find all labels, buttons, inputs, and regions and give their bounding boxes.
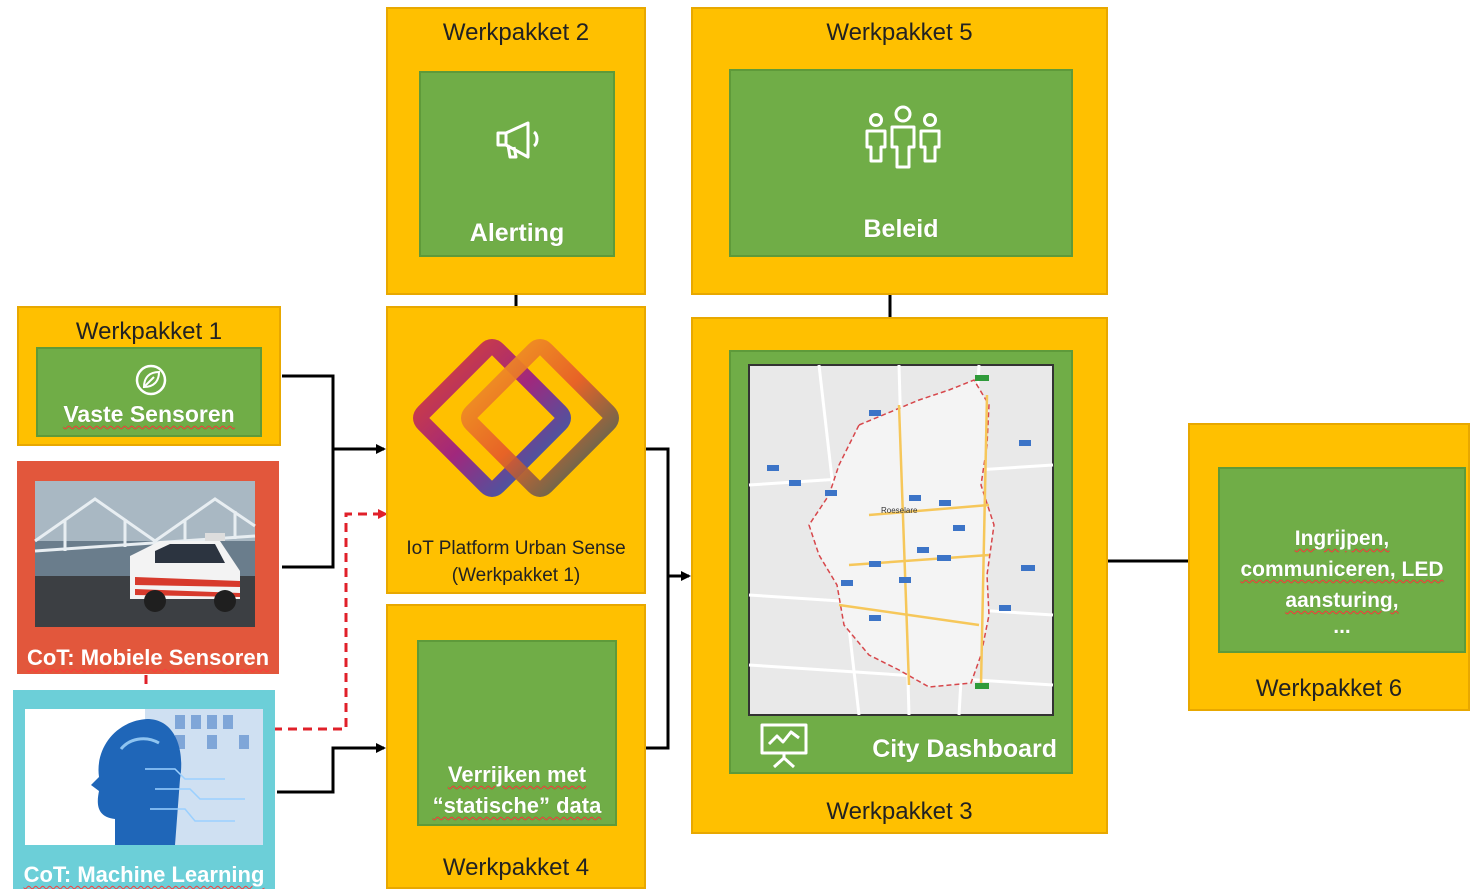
- arrow-wp4-to-wp3: [646, 576, 670, 750]
- people-icon: [865, 105, 941, 169]
- arrow-wp1-to-iot: [282, 374, 386, 454]
- ingrijpen-label-line4: ...: [1333, 615, 1351, 638]
- ingrijpen-label-line2: communiceren, LED: [1240, 558, 1444, 581]
- werkpakket-1-title: Werkpakket 1: [75, 318, 223, 345]
- map-city-label: Roeselare: [881, 506, 918, 515]
- city-dashboard-label: City Dashboard: [872, 735, 1057, 763]
- megaphone-icon: [496, 121, 539, 159]
- alerting-label: Alerting: [469, 219, 565, 247]
- urban-sense-logo: [413, 339, 619, 497]
- werkpakket-4: Verrijken met “statische” data Werkpakke…: [386, 604, 646, 889]
- verrijken-label-line2: “statische” data: [432, 793, 602, 818]
- ingrijpen-label-line3: aansturing,: [1285, 589, 1399, 612]
- verrijken-label-line1: Verrijken met: [447, 762, 587, 787]
- werkpakket-6: Ingrijpen, communiceren, LED aansturing,…: [1188, 423, 1470, 711]
- iot-platform: IoT Platform Urban Sense (Werkpakket 1): [386, 306, 646, 594]
- cot-machine-learning: CoT: Machine Learning: [13, 690, 275, 889]
- werkpakket-2-title: Werkpakket 2: [442, 19, 590, 46]
- vaste-sensoren-label: Vaste Sensoren: [63, 401, 235, 427]
- werkpakket-3-title: Werkpakket 3: [826, 798, 973, 825]
- iot-platform-title: IoT Platform Urban Sense: [406, 538, 626, 559]
- leaf-icon: [135, 364, 167, 396]
- city-dashboard-box: Roeselare City Dashboard: [729, 350, 1073, 774]
- werkpakket-4-title: Werkpakket 4: [442, 854, 590, 881]
- presentation-chart-icon: [760, 723, 808, 769]
- arrow-ml-to-wp4: [277, 743, 386, 794]
- alerting-box: Alerting: [419, 71, 615, 257]
- roeselare-map: Roeselare: [748, 364, 1054, 716]
- werkpakket-1: Werkpakket 1 Vaste Sensoren: [17, 306, 281, 446]
- cot-mobile-sensors: CoT: Mobiele Sensoren: [17, 461, 279, 674]
- werkpakket-2: Werkpakket 2 Alerting: [386, 7, 646, 295]
- dashed-ml-to-iot: [168, 509, 388, 731]
- werkpakket-6-title: Werkpakket 6: [1255, 675, 1403, 702]
- municipality-border: [808, 379, 995, 688]
- arrow-iot-to-wp3: [646, 447, 691, 581]
- beleid-label: Beleid: [863, 215, 939, 243]
- ingrijpen-label-line1: Ingrijpen,: [1294, 527, 1390, 550]
- verrijken-box: Verrijken met “statische” data: [417, 640, 617, 826]
- cot-ml-label: CoT: Machine Learning: [23, 862, 265, 887]
- werkpakket-5-title: Werkpakket 5: [826, 19, 973, 46]
- werkpakket-3: Roeselare City Dashboard Werkpakket 3: [691, 317, 1108, 834]
- cot-mobile-label: CoT: Mobiele Sensoren: [26, 645, 270, 670]
- werkpakket-5: Werkpakket 5 Beleid: [691, 7, 1108, 295]
- ingrijpen-box: Ingrijpen, communiceren, LED aansturing,…: [1218, 467, 1466, 653]
- iot-platform-subtitle: (Werkpakket 1): [451, 565, 581, 586]
- ai-head-image: [25, 709, 263, 845]
- sensor-car-photo: [34, 481, 256, 627]
- arrow-mobile-to-iot: [282, 449, 335, 569]
- beleid-box: Beleid: [729, 69, 1073, 257]
- vaste-sensoren-box: Vaste Sensoren: [36, 347, 262, 437]
